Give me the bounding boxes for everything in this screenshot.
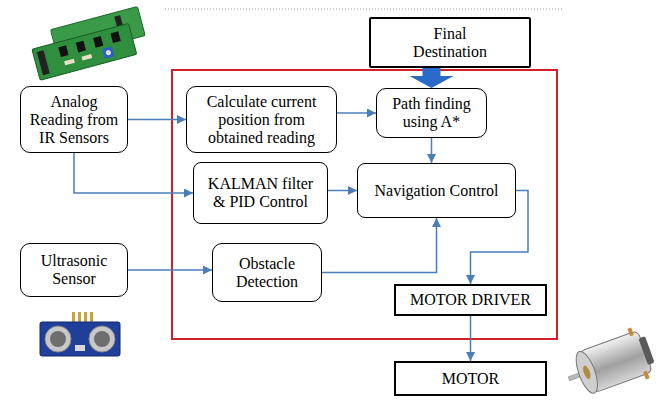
- box-label: Obstacle Detection: [219, 255, 315, 291]
- flow-arrow: [431, 138, 433, 163]
- box-label: MOTOR DRIVER: [410, 291, 531, 309]
- sensor-box: Analog Reading from IR Sensors: [20, 86, 128, 153]
- ir-sensor-board: [28, 7, 149, 81]
- motor-box: MOTOR: [394, 361, 547, 396]
- goal-arrow: [423, 68, 441, 76]
- dc-motor-illustration: [560, 324, 659, 403]
- box-label: Analog Reading from IR Sensors: [25, 93, 123, 147]
- flow-arrow: [74, 153, 193, 193]
- flow-arrow: [322, 218, 437, 273]
- system-boundary: [172, 70, 557, 339]
- control-box: Navigation Control: [357, 163, 516, 218]
- process-box: Calculate current position from obtained…: [186, 86, 337, 153]
- goal-box: Final Destination: [369, 17, 531, 68]
- flow-arrow: [337, 112, 376, 114]
- ultrasonic-sensor-module: [40, 312, 120, 356]
- flow-arrow: [128, 119, 186, 121]
- dotted-rule: [165, 9, 562, 10]
- sensor-box: Ultrasonic Sensor: [20, 243, 128, 297]
- box-label: KALMAN filter & PID Control: [200, 175, 321, 211]
- process-box: Obstacle Detection: [212, 243, 322, 302]
- box-label: Calculate current position from obtained…: [193, 93, 330, 147]
- flow-arrow: [328, 190, 357, 192]
- box-label: Ultrasonic Sensor: [25, 252, 123, 288]
- box-label: Navigation Control: [375, 182, 499, 200]
- box-label: Final Destination: [399, 25, 501, 61]
- flow-arrow: [128, 269, 212, 271]
- box-label: MOTOR: [442, 370, 500, 388]
- flow-arrow: [470, 316, 472, 361]
- process-box: Path finding using A*: [376, 88, 487, 138]
- box-label: Path finding using A*: [383, 95, 480, 131]
- driver-box: MOTOR DRIVER: [394, 284, 547, 316]
- process-box: KALMAN filter & PID Control: [193, 162, 328, 224]
